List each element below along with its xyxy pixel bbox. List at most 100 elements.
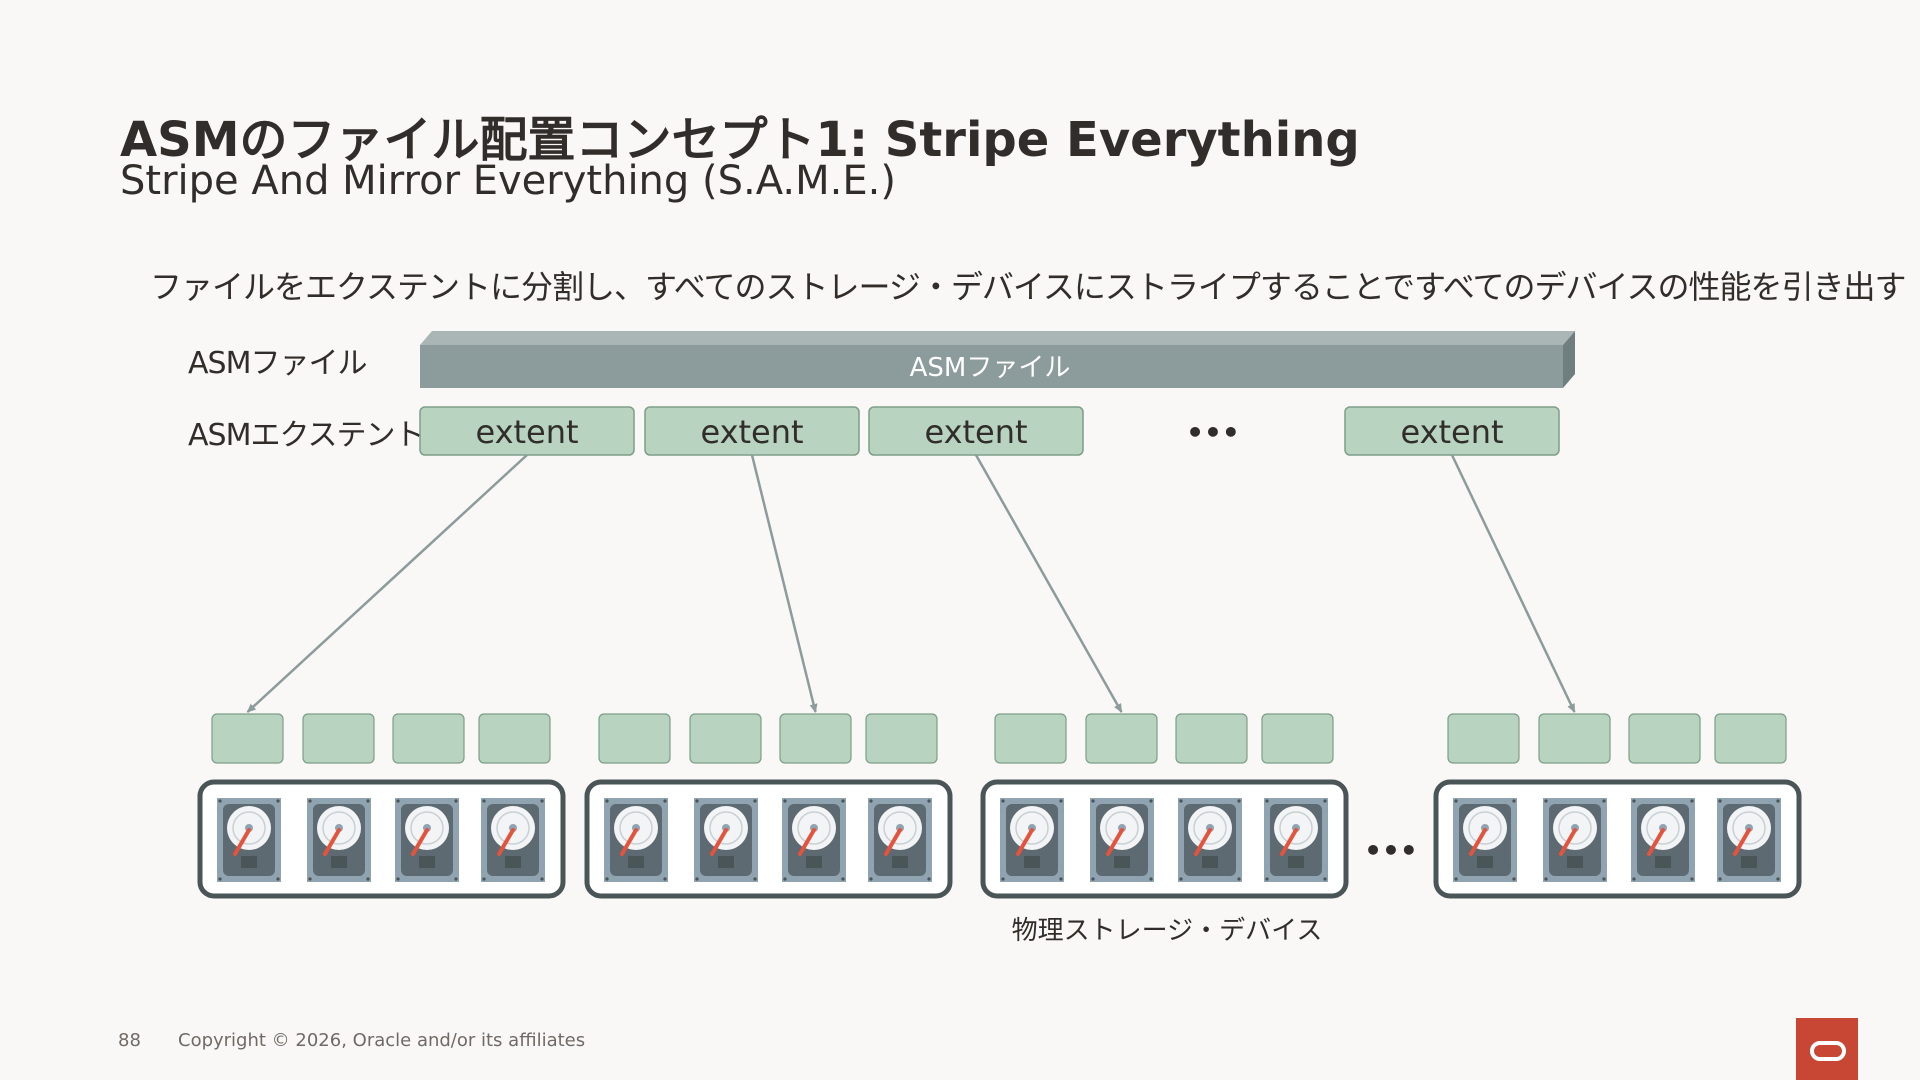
disk-connector <box>505 856 521 868</box>
disk-screw <box>396 877 400 881</box>
disk-screw <box>605 799 609 803</box>
disk-actuator-arm <box>1469 828 1487 856</box>
disk-screw <box>1323 877 1327 881</box>
disk-screw <box>841 799 845 803</box>
stripe-arrow <box>1450 454 1576 713</box>
disk-actuator-arm <box>798 828 816 856</box>
disk-screw <box>276 799 280 803</box>
disk-screw <box>1718 799 1722 803</box>
disk-screw <box>695 799 699 803</box>
disk-group-frame <box>980 779 1349 899</box>
disk-screw <box>482 799 486 803</box>
hard-disk-icon <box>1543 798 1607 882</box>
disk-screw <box>783 877 787 881</box>
hard-disk-icon <box>481 798 545 882</box>
hard-disk-icon <box>604 798 668 882</box>
disk-platter-ring <box>709 811 743 845</box>
disk-actuator-arm <box>1647 828 1665 856</box>
disk-actuator-arm <box>1016 828 1034 856</box>
disk-screw <box>1632 877 1636 881</box>
disk-screw <box>663 877 667 881</box>
stripe-arrow <box>246 454 528 713</box>
disk-connector <box>1655 856 1671 868</box>
oracle-logo <box>1796 1018 1858 1080</box>
disk-screw <box>753 799 757 803</box>
disk-actuator-arm <box>323 828 341 856</box>
disk-connector <box>1477 856 1493 868</box>
disk-platter-ring <box>883 811 917 845</box>
slide-description: ファイルをエクステントに分割し、すべてのストレージ・デバイスにストライプすること… <box>150 268 1906 306</box>
device-extent-blocks <box>211 713 1787 764</box>
physical-storage-caption: 物理ストレージ・デバイス <box>1012 916 1323 946</box>
device-extent-block <box>478 713 551 764</box>
disk-screw <box>1001 877 1005 881</box>
asm-file-bar-label: ASMファイル <box>910 353 1071 383</box>
device-extent-block <box>1085 713 1158 764</box>
hard-disk-icon <box>217 798 281 882</box>
disk-platter-ring <box>410 811 444 845</box>
hard-disk-icon <box>1178 798 1242 882</box>
disk-screw <box>396 799 400 803</box>
hard-disk-icon <box>395 798 459 882</box>
disk-screw <box>1091 877 1095 881</box>
extent-label: extent <box>924 413 1027 451</box>
disk-screw <box>1265 877 1269 881</box>
disk-platter-ring <box>1279 811 1313 845</box>
disk-actuator-arm <box>1106 828 1124 856</box>
disk-group <box>1433 779 1802 899</box>
asm-file-row-label: ASMファイル <box>188 346 367 381</box>
disk-screw <box>1454 799 1458 803</box>
disk-platter-ring <box>322 811 356 845</box>
disk-connector <box>331 856 347 868</box>
disk-screw <box>1237 799 1241 803</box>
disk-connector <box>1202 856 1218 868</box>
device-extent-block <box>598 713 671 764</box>
stripe-arrow <box>974 454 1123 713</box>
device-extent-block <box>1261 713 1334 764</box>
device-extent-block <box>994 713 1067 764</box>
disk-platter-ring <box>1558 811 1592 845</box>
disk-group <box>584 779 953 899</box>
hard-disk-icon <box>782 798 846 882</box>
disk-platter-ring <box>797 811 831 845</box>
hard-disk-icon <box>1631 798 1695 882</box>
disk-screw <box>927 877 931 881</box>
disk-connector <box>1741 856 1757 868</box>
disk-screw <box>366 799 370 803</box>
disk-screw <box>1776 877 1780 881</box>
disk-screw <box>869 877 873 881</box>
extent-box: extent <box>1344 406 1560 456</box>
disk-platter-ring <box>1646 811 1680 845</box>
disk-screw <box>540 799 544 803</box>
disk-platter-ring <box>1193 811 1227 845</box>
disk-screw <box>1776 799 1780 803</box>
disk-screw <box>454 877 458 881</box>
disk-connector <box>1024 856 1040 868</box>
disk-connector <box>628 856 644 868</box>
disk-connector <box>241 856 257 868</box>
disk-screw <box>1265 799 1269 803</box>
storage-device-groups <box>197 779 1802 899</box>
page-number: 88 <box>118 1030 141 1051</box>
disk-actuator-arm <box>1559 828 1577 856</box>
disk-screw <box>482 877 486 881</box>
hard-disk-icon <box>694 798 758 882</box>
disk-screw <box>663 799 667 803</box>
disk-screw <box>218 799 222 803</box>
disk-actuator-arm <box>1194 828 1212 856</box>
disk-screw <box>605 877 609 881</box>
disk-actuator-arm <box>710 828 728 856</box>
disk-screw <box>540 877 544 881</box>
asm-file-bar-front <box>420 345 1563 388</box>
disk-platter-ring <box>1468 811 1502 845</box>
disk-screw <box>1512 877 1516 881</box>
disk-group-frame <box>584 779 953 899</box>
disk-screw <box>454 799 458 803</box>
disk-screw <box>841 877 845 881</box>
stripe-arrow <box>750 454 818 713</box>
disk-platter-ring <box>232 811 266 845</box>
disk-screw <box>1059 799 1063 803</box>
disk-group-frame <box>1433 779 1802 899</box>
disk-platter-ring <box>496 811 530 845</box>
